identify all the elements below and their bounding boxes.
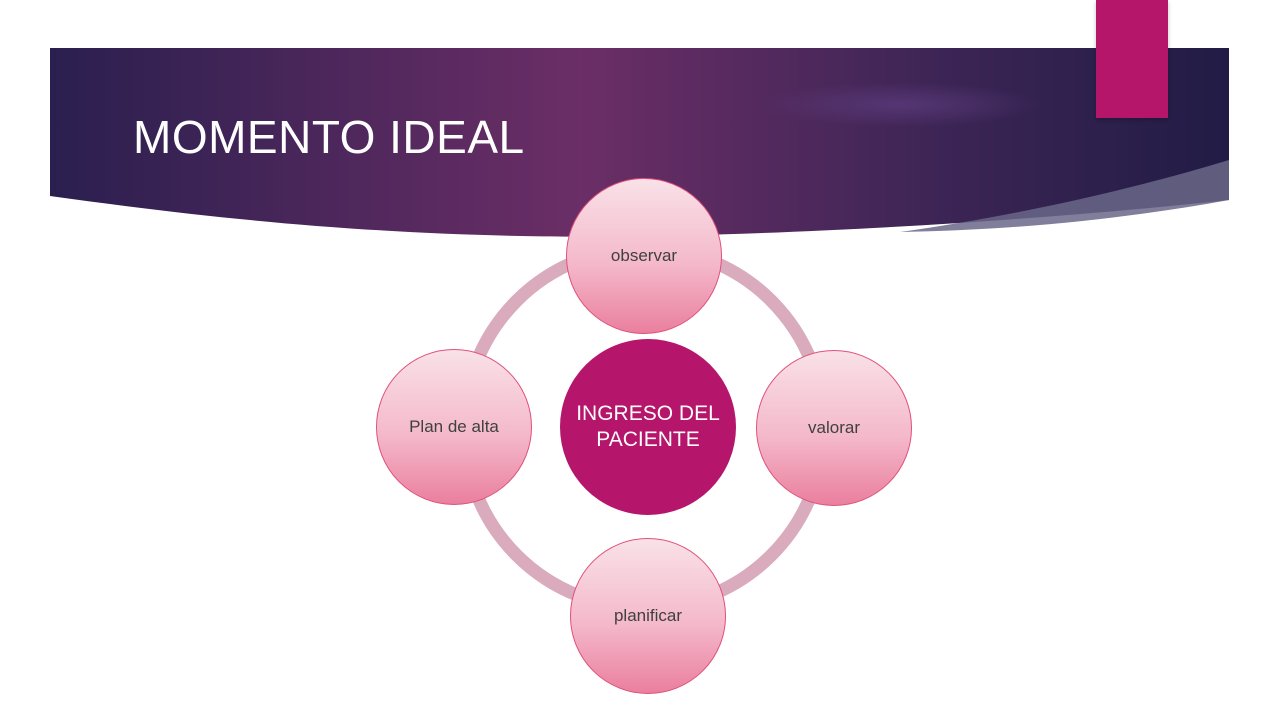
accent-tab: [1096, 0, 1168, 118]
title-banner: [50, 48, 1229, 237]
node-observar-label: observar: [610, 245, 678, 265]
node-plan-de-alta-label: Plan de alta: [409, 416, 499, 436]
node-valorar: valorar: [756, 350, 912, 506]
node-planificar: planificar: [570, 538, 726, 694]
slide-title: MOMENTO IDEAL: [133, 111, 525, 163]
node-planificar-label: planificar: [613, 605, 683, 625]
node-valorar-label: valorar: [808, 417, 860, 437]
node-plan-de-alta: Plan de alta: [376, 349, 532, 505]
center-node-label: INGRESO DEL PACIENTE: [576, 401, 720, 451]
center-node: INGRESO DEL PACIENTE: [560, 339, 736, 515]
node-observar: observar: [566, 178, 722, 334]
